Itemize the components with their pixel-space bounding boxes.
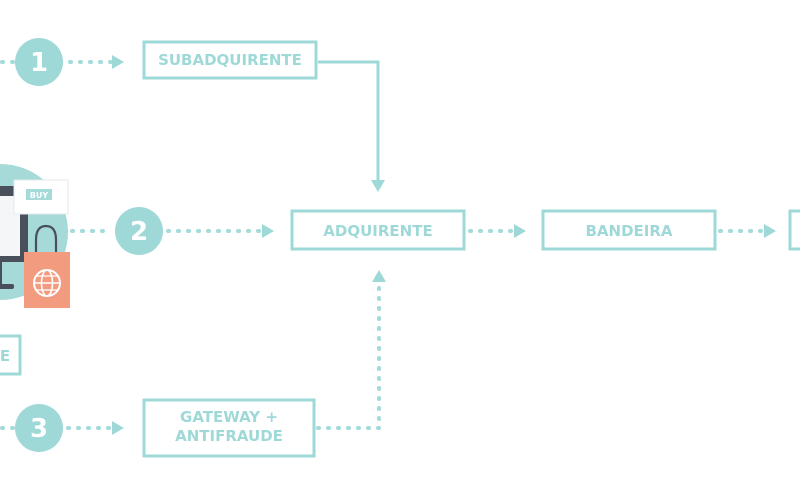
bandeira-box bbox=[541, 209, 717, 251]
connectors bbox=[0, 60, 766, 430]
arrow-right-icon bbox=[112, 421, 124, 435]
arrow-up-icon bbox=[372, 270, 386, 282]
subadquirente-label: SUBADQUIRENTE bbox=[158, 51, 302, 69]
monitor-stand bbox=[0, 262, 2, 284]
step-number-2: 2 bbox=[130, 217, 148, 247]
buy-badge bbox=[26, 189, 52, 200]
antifraude-label: ANTIFRAUDE bbox=[175, 427, 283, 445]
globe-icon bbox=[33, 269, 61, 297]
adquirente-label: ADQUIRENTE bbox=[323, 222, 432, 240]
subadquirente-box bbox=[142, 40, 318, 80]
gateway-label: GATEWAY + bbox=[180, 408, 278, 426]
gateway-antifraude-box bbox=[142, 398, 316, 458]
arrow-right-icon bbox=[262, 224, 274, 238]
bandeira-label: BANDEIRA bbox=[585, 222, 672, 240]
step-number-1: 1 bbox=[30, 48, 48, 78]
arrow-heads bbox=[112, 55, 776, 435]
next-box-cropped bbox=[788, 209, 800, 251]
connector-gateway-to-adquirente bbox=[316, 280, 381, 430]
store-label: E bbox=[0, 347, 10, 365]
arrow-right-icon bbox=[764, 224, 776, 238]
store-label-box bbox=[0, 334, 22, 376]
arrow-right-icon bbox=[514, 224, 526, 238]
online-store-illustration: BUY E bbox=[0, 164, 70, 376]
adquirente-box bbox=[290, 209, 466, 251]
monitor-base bbox=[0, 284, 14, 289]
arrow-right-icon bbox=[112, 55, 124, 69]
step-circle-1: 1 bbox=[15, 38, 63, 86]
arrow-down-icon bbox=[371, 180, 385, 192]
step-number-3: 3 bbox=[30, 414, 48, 444]
shopping-bag-handle bbox=[34, 224, 58, 254]
buy-label: BUY bbox=[30, 191, 49, 200]
step-circle-2: 2 bbox=[115, 207, 163, 255]
connector-subadquirente-to-adquirente bbox=[318, 60, 380, 180]
step-circle-3: 3 bbox=[15, 404, 63, 452]
shopping-bag-icon bbox=[24, 252, 70, 308]
